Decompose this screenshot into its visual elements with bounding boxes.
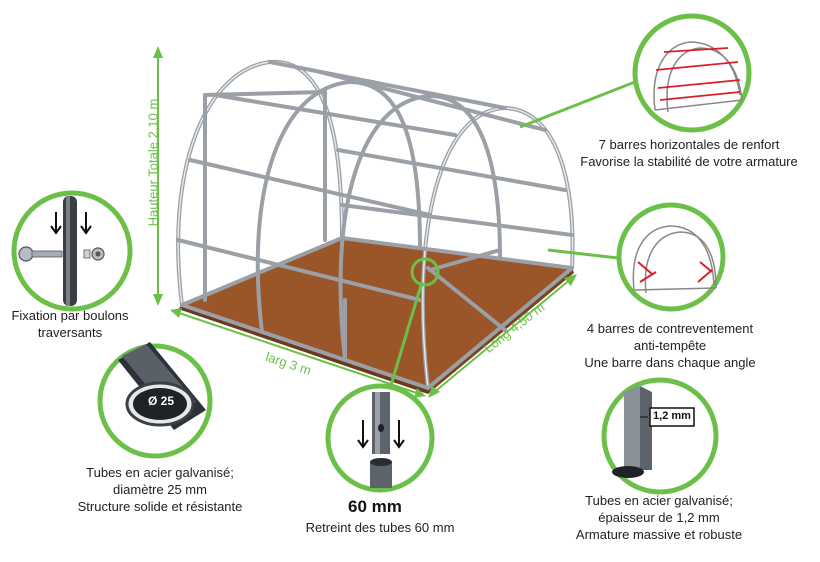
height-dimension-label: Hauteur Totale 2,10 m [145, 98, 161, 227]
caption-line: Retreint des tubes 60 mm [305, 520, 455, 535]
callout-horizontal-bars [632, 13, 752, 133]
caption-line: traversants [37, 325, 103, 340]
caption-tube-diameter: Tubes en acier galvanisé; diamètre 25 mm… [60, 464, 260, 515]
caption-line: anti-tempête [633, 338, 707, 353]
caption-line: Tubes en acier galvanisé; [585, 493, 733, 508]
down-arrow-icon [50, 212, 92, 235]
caption-bolts: Fixation par boulons traversants [0, 307, 140, 341]
down-arrow-icon [357, 420, 405, 449]
caption-line: épaisseur de 1,2 mm [598, 510, 720, 525]
caption-bracing-bars: 4 barres de contreventement anti-tempête… [560, 320, 780, 371]
caption-line: Tubes en acier galvanisé; [86, 465, 234, 480]
caption-tube-shrink: Retreint des tubes 60 mm [290, 519, 470, 536]
caption-line: diamètre 25 mm [113, 482, 207, 497]
callout-tube-diameter [97, 342, 213, 459]
tube-shrink-size: 60 mm [348, 497, 402, 516]
bolt-icon [18, 246, 105, 262]
caption-line: Structure solide et résistante [77, 499, 243, 514]
caption-line: Une barre dans chaque angle [584, 355, 756, 370]
caption-line: Armature massive et robuste [575, 527, 743, 542]
caption-line: 7 barres horizontales de renfort [598, 137, 780, 152]
caption-horizontal-bars: 7 barres horizontales de renfort Favoris… [560, 136, 818, 170]
callout-bracing-bars [616, 202, 726, 312]
thickness-badge: 1,2 mm [653, 410, 691, 422]
caption-line: 4 barres de contreventement [586, 321, 754, 336]
caption-line: Favorise la stabilité de votre armature [580, 154, 798, 169]
greenhouse-frame [176, 59, 575, 390]
callout-connectors [386, 78, 641, 396]
callout-thickness [601, 377, 719, 495]
greenhouse-floor [178, 238, 574, 394]
dimension-lines [153, 46, 577, 398]
caption-line: Fixation par boulons [11, 308, 129, 323]
callout-bolts [11, 190, 133, 312]
callout-tube-shrink [325, 383, 435, 493]
diameter-badge: Ø 25 [147, 394, 174, 408]
caption-thickness: Tubes en acier galvanisé; épaisseur de 1… [548, 492, 770, 543]
